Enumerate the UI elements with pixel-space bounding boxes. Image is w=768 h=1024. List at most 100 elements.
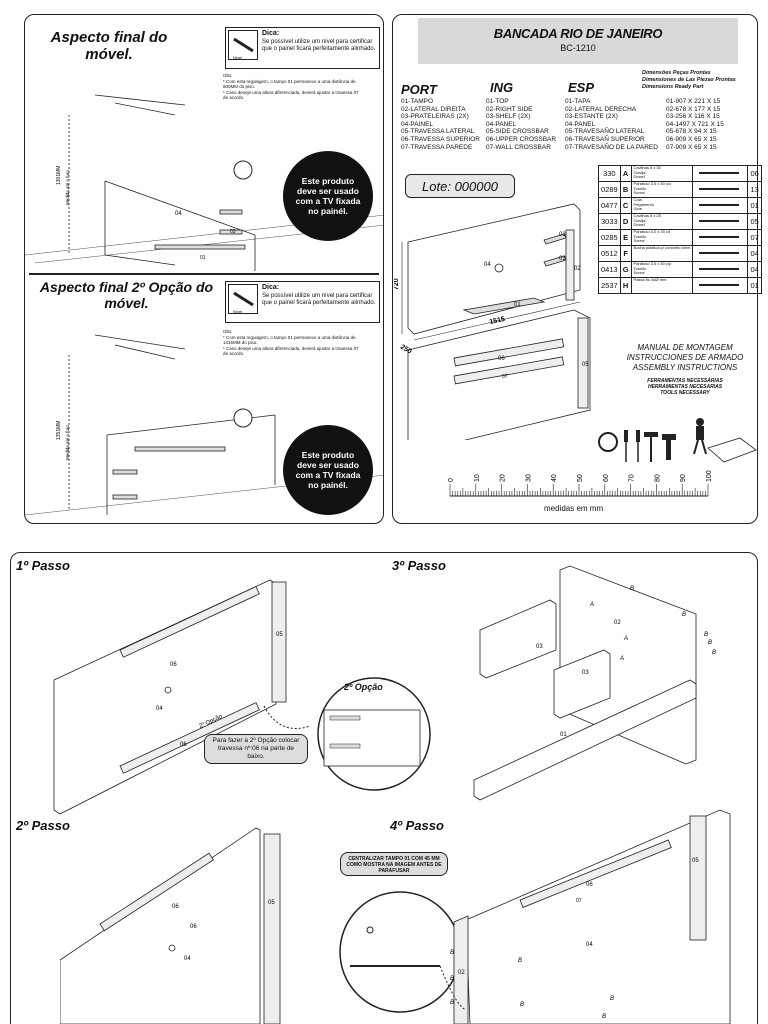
- part-qty: 06: [747, 165, 762, 182]
- ruler-tick-label: 50: [577, 474, 584, 482]
- zoom-detail: [339, 891, 461, 1013]
- svg-text:07: 07: [576, 898, 582, 904]
- part-illustration: [692, 229, 749, 246]
- tip-title: Dica:: [262, 284, 280, 291]
- fixing-detail-icon: [233, 160, 253, 180]
- final-look-drawing: 1301MM Medida até o furo 04 01 03: [25, 94, 383, 271]
- product-code: BC-1210: [560, 43, 596, 53]
- hammer-icon: [644, 432, 658, 462]
- level-icon: Nível: [228, 284, 258, 314]
- parts-list-ing: 01-TOP 02-RIGHT SIDE 03-SHELF (2X) 04-PA…: [486, 98, 557, 151]
- center-top-note: CENTRALIZAR TAMPO 01 COM 45 MM COMO MOST…: [340, 852, 448, 876]
- parts-list-esp: 01-TAPA 02-LATERAL DERECHA 03-ESTANTE (2…: [565, 98, 658, 151]
- svg-text:07: 07: [502, 374, 508, 380]
- part-letter: G: [619, 261, 632, 278]
- level-icon: Nível: [228, 30, 258, 60]
- svg-text:B: B: [682, 612, 686, 618]
- svg-text:04: 04: [184, 956, 191, 962]
- part-letter: A: [619, 165, 632, 182]
- final-look-panel: Aspecto final do móvel. Nível Dica: Se p…: [24, 14, 384, 524]
- svg-text:B: B: [518, 958, 522, 964]
- svg-text:06: 06: [190, 924, 197, 930]
- svg-text:B: B: [610, 996, 614, 1002]
- svg-text:A: A: [623, 636, 628, 642]
- ruler-tick-label: 10: [474, 474, 481, 482]
- tv-warning-badge: Este produto deve ser usado com a TV fix…: [283, 151, 373, 241]
- ruler-tick-label: 30: [525, 474, 532, 482]
- height-caption: Medida até o furo: [65, 169, 70, 205]
- fixing-detail-icon: [233, 408, 253, 428]
- svg-text:B: B: [704, 632, 708, 638]
- part-qty: 07: [747, 229, 762, 246]
- svg-text:B: B: [630, 586, 634, 592]
- part-illustration: [692, 213, 749, 230]
- recycle-icon: [598, 432, 618, 452]
- wall-drawing: [25, 94, 383, 271]
- screwdriver-icon: [636, 430, 640, 462]
- svg-text:B: B: [712, 650, 716, 656]
- svg-text:03: 03: [230, 229, 236, 235]
- height-label: 1301MM: [56, 166, 62, 185]
- dims-title: Dimensões Peças Prontas Dimensiones de L…: [642, 70, 736, 90]
- parts-list-port: 01-TAMPO 02-LATERAL DIREITA 03-PRATELEIR…: [401, 98, 480, 151]
- part-desc: Passa fio 46Ø mm: [630, 277, 694, 294]
- part-code: 330: [598, 165, 621, 182]
- option-2-zoom-title: 2º Opção: [344, 682, 383, 692]
- part-desc: Cavilhas 8 x 30 Clavija Dowel: [630, 165, 694, 182]
- svg-text:05: 05: [268, 900, 275, 906]
- part-illustration: [692, 277, 749, 294]
- part-desc: Parafuso 3,5 x 40 c/p Tornillo Screw: [630, 261, 694, 278]
- part-illustration: [692, 165, 749, 182]
- tip-box: Nível Dica: Se possível utilize um nível…: [225, 27, 380, 69]
- part-letter: F: [619, 245, 632, 262]
- svg-text:03: 03: [582, 670, 589, 676]
- svg-text:Nível: Nível: [233, 309, 242, 314]
- product-drawing: 720 1515 250 04 03 03 01 02 06 07 05: [394, 203, 591, 440]
- svg-text:A: A: [619, 656, 624, 662]
- svg-text:05: 05: [582, 362, 589, 368]
- part-desc: Cola Pegamento Glue: [630, 197, 694, 214]
- svg-text:B: B: [450, 1000, 454, 1006]
- svg-text:01: 01: [200, 255, 206, 261]
- part-desc: Parafuso 3,5 x 40 c/c Tornillo Screw: [630, 181, 694, 198]
- svg-text:B: B: [520, 1002, 524, 1008]
- part-illustration: [692, 261, 749, 278]
- ruler-tick-label: 100: [706, 470, 713, 482]
- svg-text:06: 06: [170, 662, 177, 668]
- part-qty: 01: [747, 277, 762, 294]
- option2-title: Aspecto final 2º Opção do móvel.: [39, 279, 214, 311]
- part-letter: E: [619, 229, 632, 246]
- ruler-tick-label: 80: [654, 474, 661, 482]
- part-letter: D: [619, 213, 632, 230]
- part-qty: 04: [747, 245, 762, 262]
- option-2-note: Para fazer a 2º Opção colocar travessa n…: [204, 734, 308, 764]
- svg-text:06: 06: [586, 882, 593, 888]
- part-desc: Bucha plástica p/ concreto 6mm: [630, 245, 694, 262]
- step-1-title: 1º Passo: [16, 558, 70, 573]
- svg-text:01: 01: [514, 302, 521, 308]
- svg-text:A: A: [589, 602, 594, 608]
- ruler-tick-label: 0: [448, 478, 455, 482]
- part-letter: C: [619, 197, 632, 214]
- tools-title: FERRAMENTAS NECESSÁRIAS HERRAMIENTAS NEC…: [647, 378, 723, 396]
- svg-text:04: 04: [156, 706, 163, 712]
- step-4-title: 4º Passo: [390, 818, 444, 833]
- ruler-tick-label: 40: [551, 474, 558, 482]
- svg-text:03: 03: [536, 644, 543, 650]
- tv-warning-badge-2: Este produto deve ser usado com a TV fix…: [283, 425, 373, 515]
- svg-text:02: 02: [574, 266, 581, 272]
- svg-text:05: 05: [692, 858, 699, 864]
- part-qty: 01: [747, 197, 762, 214]
- svg-text:03: 03: [559, 232, 566, 238]
- ruler-tick-label: 20: [500, 474, 507, 482]
- svg-text:06: 06: [498, 356, 505, 362]
- svg-text:B: B: [450, 950, 454, 956]
- svg-text:05: 05: [276, 632, 283, 638]
